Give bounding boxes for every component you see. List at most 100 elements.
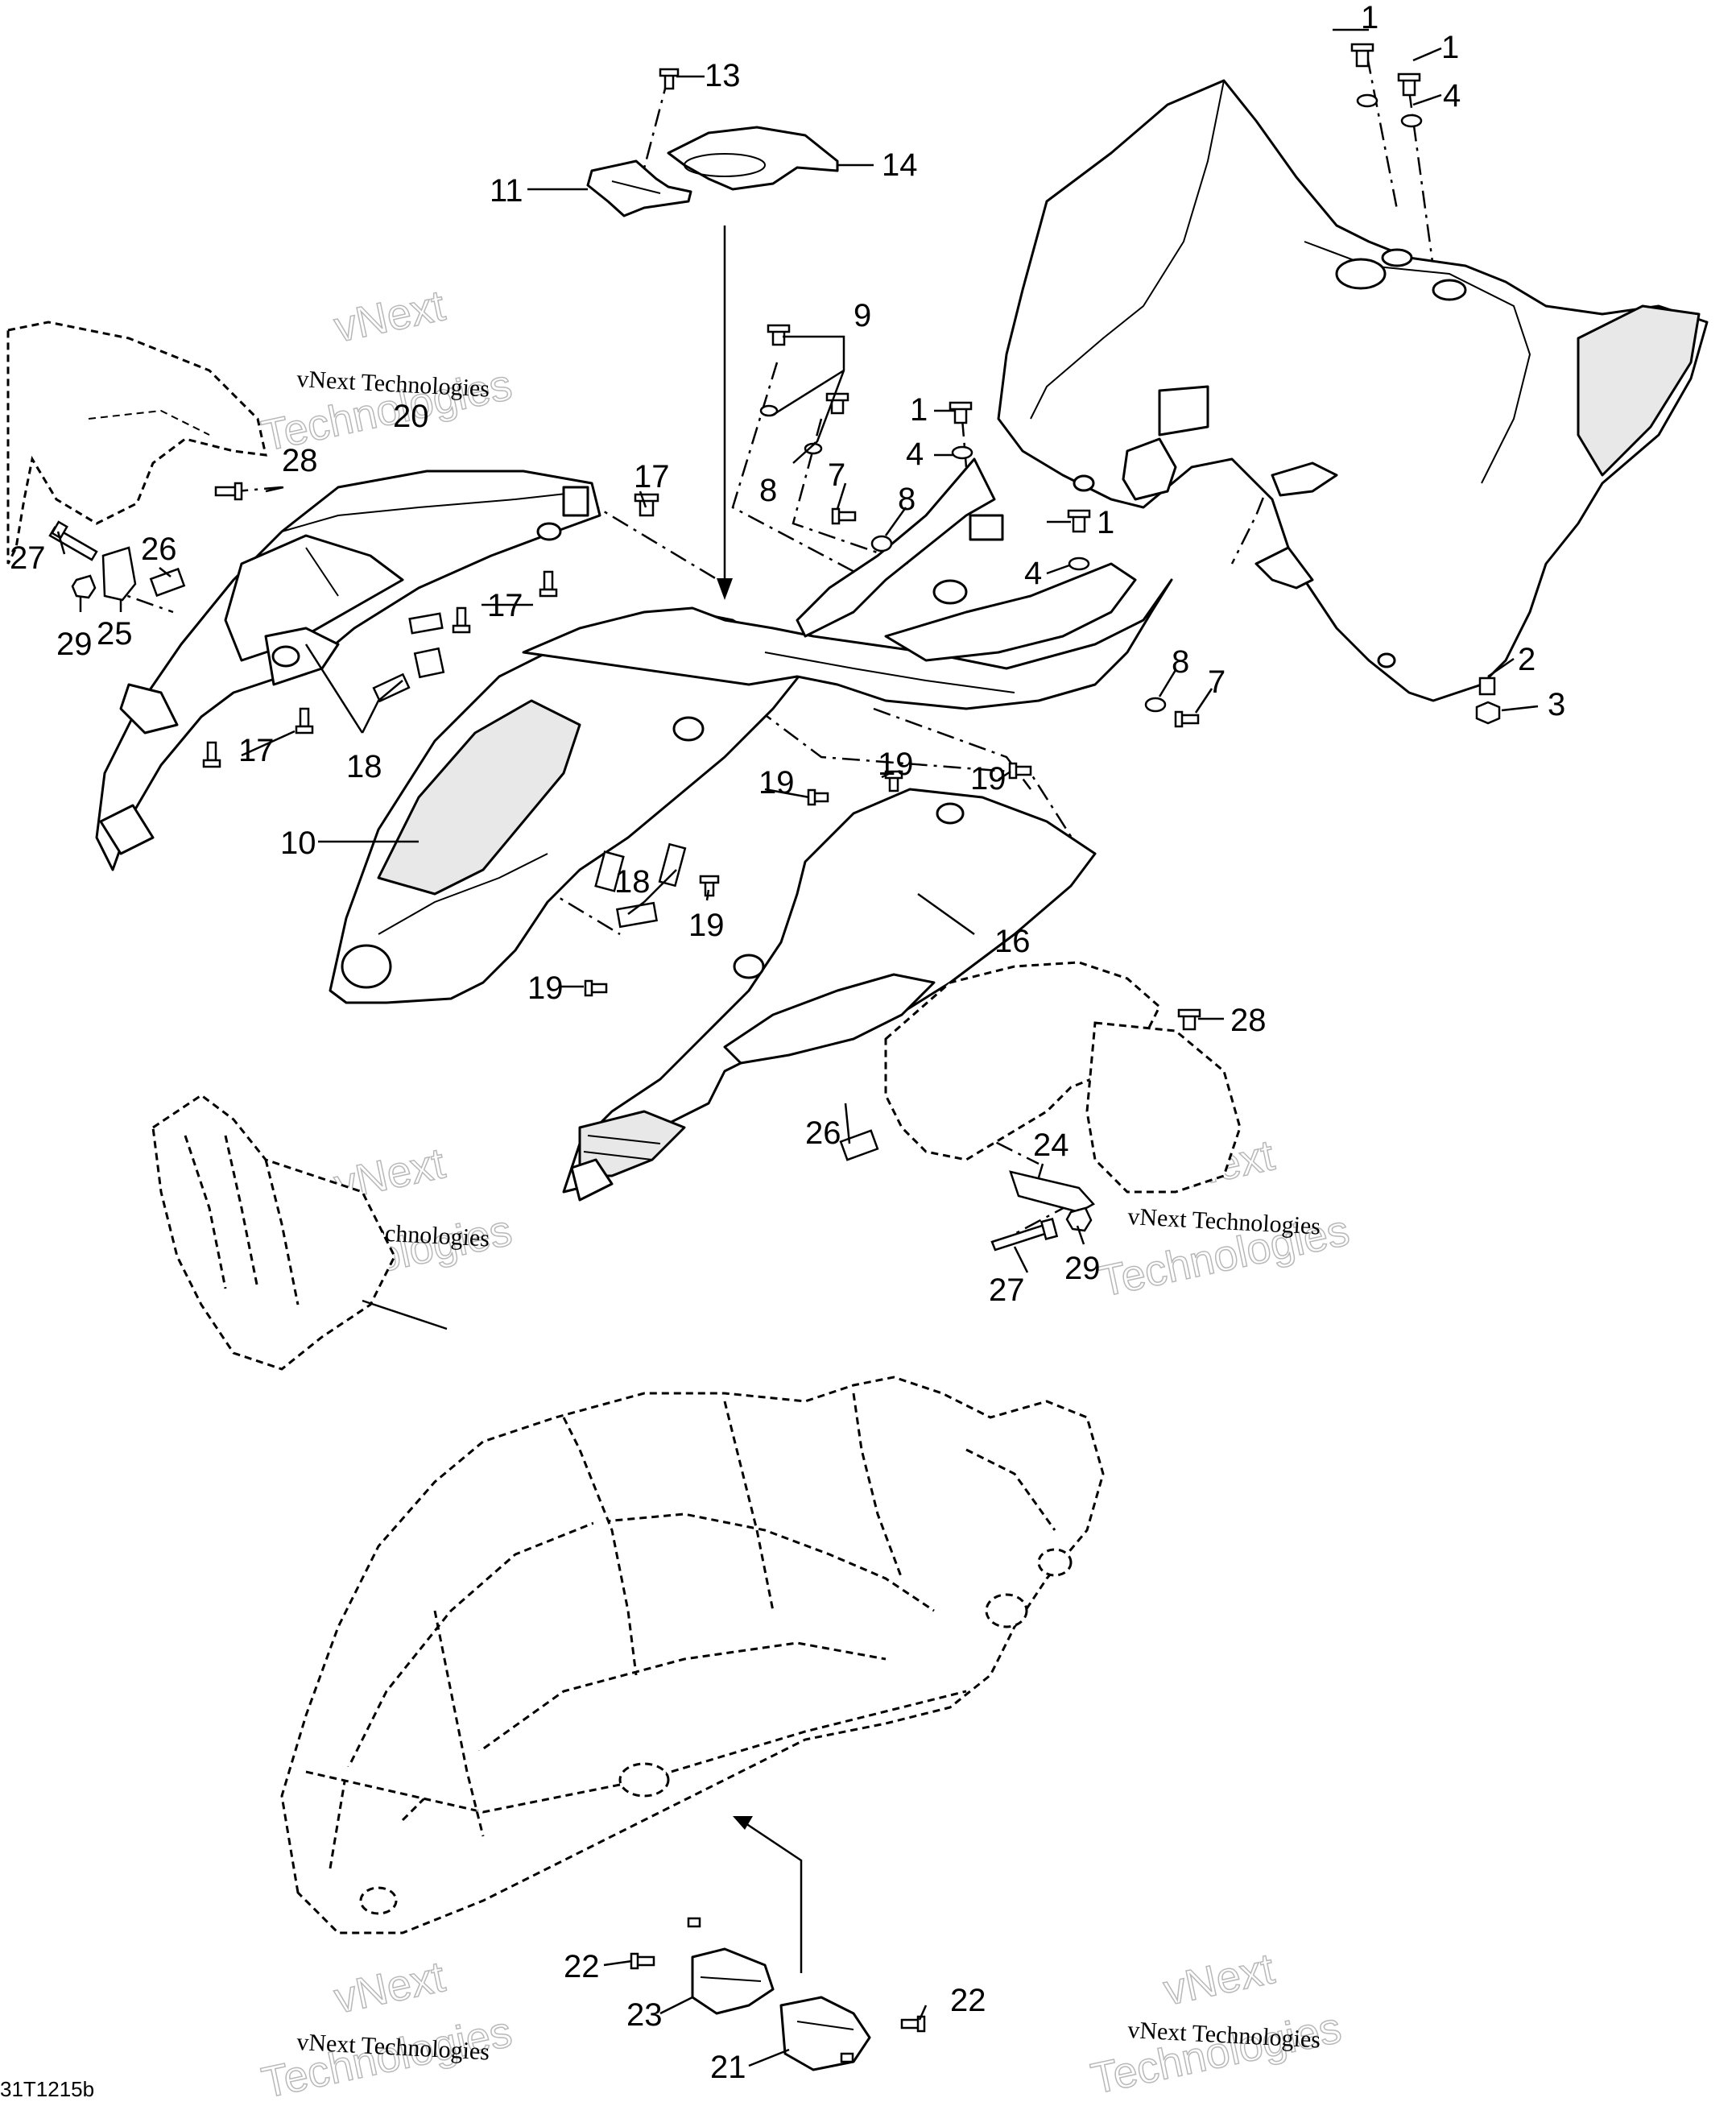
washer-8d-icon — [1144, 697, 1167, 713]
rear-fender-assembly[interactable] — [997, 79, 1709, 702]
callout-26: 26 — [141, 532, 177, 567]
part-16-side-panel[interactable] — [562, 788, 1097, 1202]
callout-14: 14 — [882, 147, 918, 183]
callout-labels: 1 1 1 1 2 3 4 4 4 7 7 8 8 8 9 10 11 13 1… — [10, 0, 1565, 2085]
assembly-line-9a — [731, 362, 870, 581]
callout-1: 1 — [1097, 505, 1114, 540]
nut-29a-icon — [71, 574, 97, 599]
bushing-26b-icon — [839, 1129, 879, 1161]
callout-22: 22 — [564, 1949, 600, 1984]
callout-21: 21 — [710, 2050, 746, 2085]
bolt-1d-icon — [1067, 509, 1091, 533]
bolt-28b-icon — [1177, 1008, 1201, 1031]
bolt-9b-icon — [825, 392, 849, 415]
callout-1: 1 — [1441, 30, 1459, 65]
part-11-cover[interactable] — [586, 159, 692, 217]
callout-19: 19 — [758, 765, 795, 801]
bolt-19c-icon — [1008, 762, 1032, 780]
bolt-22a-icon — [630, 1952, 655, 1970]
washer-4c-icon — [951, 445, 973, 460]
bolt-22d-icon — [840, 2052, 854, 2063]
watermark-tech-outline: Technologies — [1087, 2004, 1345, 2102]
bolt-1a-icon — [1350, 43, 1374, 68]
callout-1: 1 — [1361, 0, 1378, 35]
washer-8a-icon — [759, 404, 779, 417]
bolt-7b-icon — [1174, 710, 1200, 728]
watermark-bottom-left: vNext Technologies vNext Technologies — [257, 1952, 516, 2102]
leader-lines — [56, 28, 1539, 2067]
bolt-9a-icon — [767, 324, 791, 346]
part-14-cover[interactable] — [667, 126, 839, 191]
screw-27a-icon — [48, 520, 98, 561]
callout-16: 16 — [994, 924, 1031, 959]
assembly-line-13 — [639, 76, 670, 184]
callout-18: 18 — [346, 749, 382, 784]
callout-8: 8 — [1172, 644, 1189, 680]
callout-24: 24 — [1033, 1128, 1069, 1163]
callout-18: 18 — [614, 864, 651, 900]
assembly-arrow-bottom — [733, 1816, 803, 1973]
bolt-1c-icon — [949, 401, 973, 424]
callout-11: 11 — [490, 173, 523, 209]
callout-4: 4 — [906, 437, 924, 472]
vehicle-frame — [280, 1376, 1105, 1934]
assembly-line-28a — [217, 486, 283, 494]
callout-19: 19 — [878, 747, 914, 782]
callout-19: 19 — [527, 970, 564, 1006]
callout-4: 4 — [1443, 78, 1461, 114]
bracket-25-icon — [101, 546, 137, 602]
bolt-19a-icon — [807, 788, 829, 806]
washer-8c-icon — [870, 535, 893, 552]
callout-17: 17 — [487, 588, 523, 623]
part-10-front-body[interactable] — [329, 610, 807, 1004]
callout-17: 17 — [238, 733, 275, 768]
callout-25: 25 — [97, 616, 133, 652]
bolt-17a-icon — [634, 493, 659, 517]
washer-4a-icon — [1356, 93, 1378, 108]
callout-8: 8 — [759, 473, 777, 508]
callout-28: 28 — [1230, 1003, 1267, 1038]
callout-23: 23 — [626, 1997, 663, 2033]
bolt-17e-icon — [202, 741, 221, 768]
center-body-tank[interactable] — [522, 457, 1173, 710]
assembly-line-16a — [756, 708, 1089, 863]
callout-2: 2 — [1518, 642, 1536, 677]
callout-1: 1 — [910, 392, 928, 428]
clip-18-icon — [372, 612, 687, 929]
washer-4d-icon — [1068, 557, 1090, 571]
assembly-line-17 — [583, 498, 725, 585]
bolt-19d-icon — [699, 875, 720, 897]
watermark-vnext-outline: vNext — [330, 281, 449, 351]
bracket-24-icon — [1009, 1170, 1095, 1214]
watermark-bottom-right: vNext Technologies vNext Technologies — [1086, 1944, 1345, 2102]
bolt-17b-icon — [539, 570, 558, 598]
callout-20: 20 — [393, 399, 429, 434]
assembly-line-1a — [1366, 56, 1399, 210]
callout-7: 7 — [1208, 664, 1226, 700]
bolt-13-icon — [659, 68, 680, 90]
assembly-line-16b — [873, 707, 1031, 790]
part-23-bracket[interactable] — [691, 1947, 775, 2015]
callout-29: 29 — [1064, 1251, 1101, 1286]
ghost-rear-fender-right — [884, 961, 1242, 1194]
callout-10: 10 — [280, 825, 316, 861]
bolt-17d-icon — [295, 707, 314, 734]
bolt-1b-icon — [1397, 72, 1421, 97]
callout-19: 19 — [970, 761, 1006, 797]
callout-13: 13 — [705, 58, 741, 93]
washer-4b-icon — [1400, 114, 1423, 128]
drawing-code: 31T1215b — [0, 2077, 94, 2101]
callout-9: 9 — [854, 298, 871, 333]
callout-4: 4 — [1024, 556, 1042, 591]
bushing-26a-icon — [149, 567, 186, 598]
callout-27: 27 — [989, 1272, 1025, 1308]
assembly-line-1c — [961, 418, 968, 468]
callout-22: 22 — [950, 1983, 986, 2018]
part-21-bracket[interactable] — [779, 1996, 871, 2071]
ghost-radiator — [151, 1094, 396, 1371]
watermark-vnext-outline: vNext — [1159, 1944, 1279, 2014]
part-20-front-fender[interactable] — [95, 470, 601, 871]
ghost-front-fender-left — [6, 321, 267, 565]
nut-29b-icon — [1065, 1206, 1093, 1232]
